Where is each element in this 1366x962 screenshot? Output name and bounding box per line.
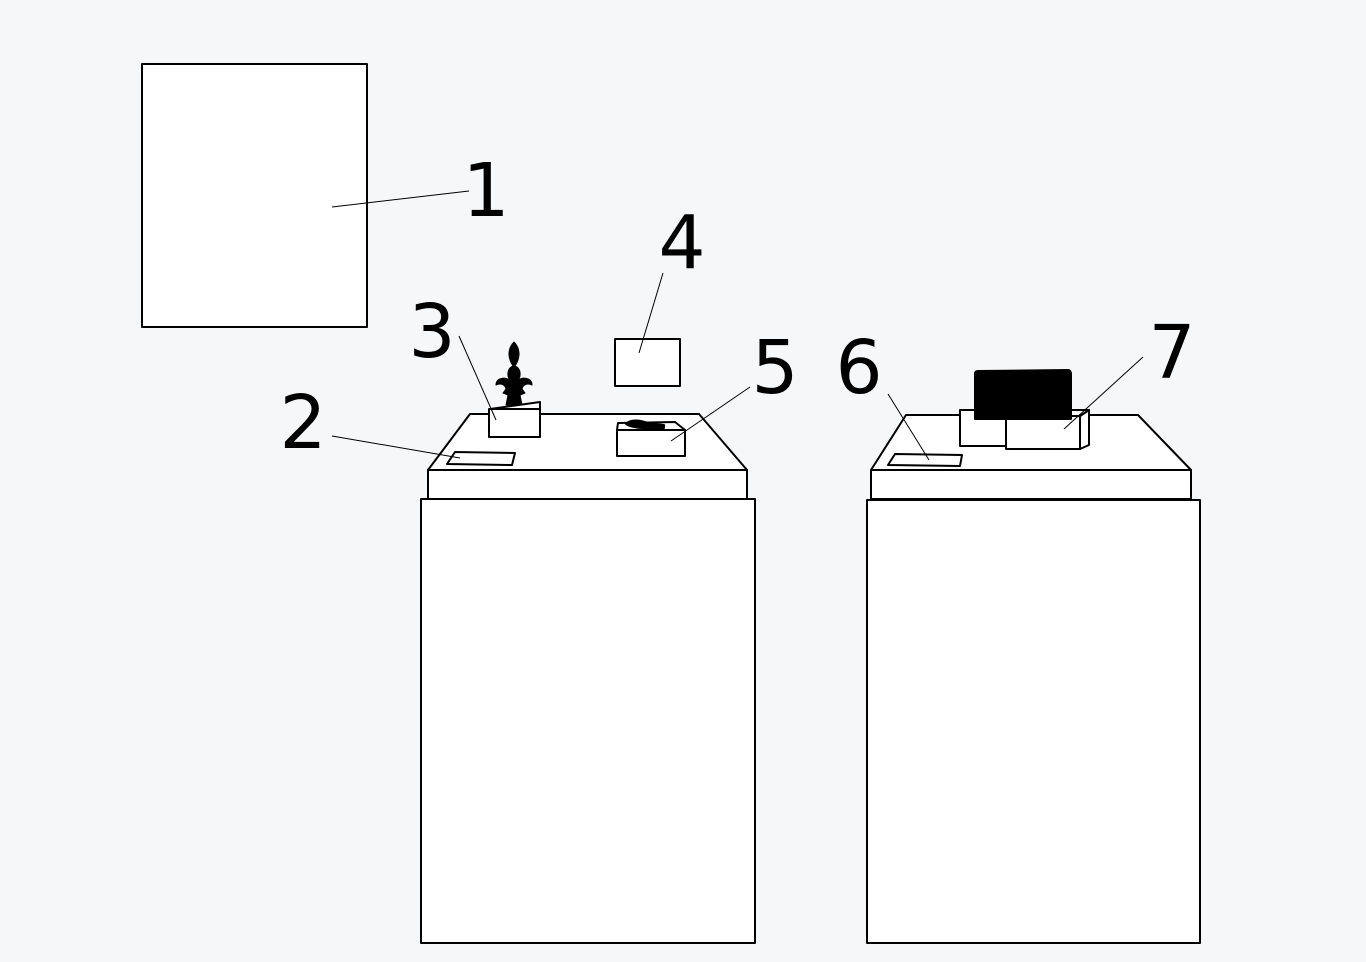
screen-display — [974, 369, 1072, 420]
leader-line-4 — [638, 272, 664, 354]
callout-numbers: 1 2 3 4 5 6 7 — [279, 148, 1195, 466]
right-pedestal-flat-card — [887, 453, 963, 467]
screen-stand-front-block — [1005, 415, 1081, 450]
leader-line-5 — [670, 386, 751, 442]
left-pedestal-body — [420, 498, 756, 944]
statuette-on-base — [488, 341, 541, 438]
statuette-base — [488, 408, 541, 438]
right-pedestal — [866, 369, 1201, 944]
callout-number-4: 4 — [658, 200, 705, 286]
left-pedestal-flat-card — [446, 451, 516, 466]
callout-number-7: 7 — [1148, 310, 1195, 396]
leader-line-2 — [331, 435, 461, 459]
screen-stand — [959, 369, 1090, 450]
right-pedestal-body — [866, 499, 1201, 944]
leader-line-6 — [887, 393, 930, 461]
leader-line-1 — [331, 190, 470, 208]
statuette-figure — [495, 341, 533, 406]
leader-lines — [331, 190, 1144, 461]
callout-number-1: 1 — [462, 148, 509, 234]
right-pedestal-top-rim — [870, 469, 1192, 500]
callout-number-3: 3 — [408, 289, 455, 375]
leader-line-7 — [1063, 356, 1144, 430]
leader-line-3 — [458, 335, 497, 421]
left-pedestal — [420, 341, 756, 944]
tray-object — [625, 419, 665, 429]
tray-box — [616, 429, 686, 457]
tray-with-object — [616, 419, 686, 457]
callout-number-5: 5 — [751, 325, 798, 411]
callout-number-2: 2 — [279, 380, 326, 466]
wall-sign — [614, 338, 681, 387]
callout-number-6: 6 — [835, 325, 882, 411]
wall-panel — [141, 63, 368, 328]
left-pedestal-top-rim — [427, 469, 748, 500]
